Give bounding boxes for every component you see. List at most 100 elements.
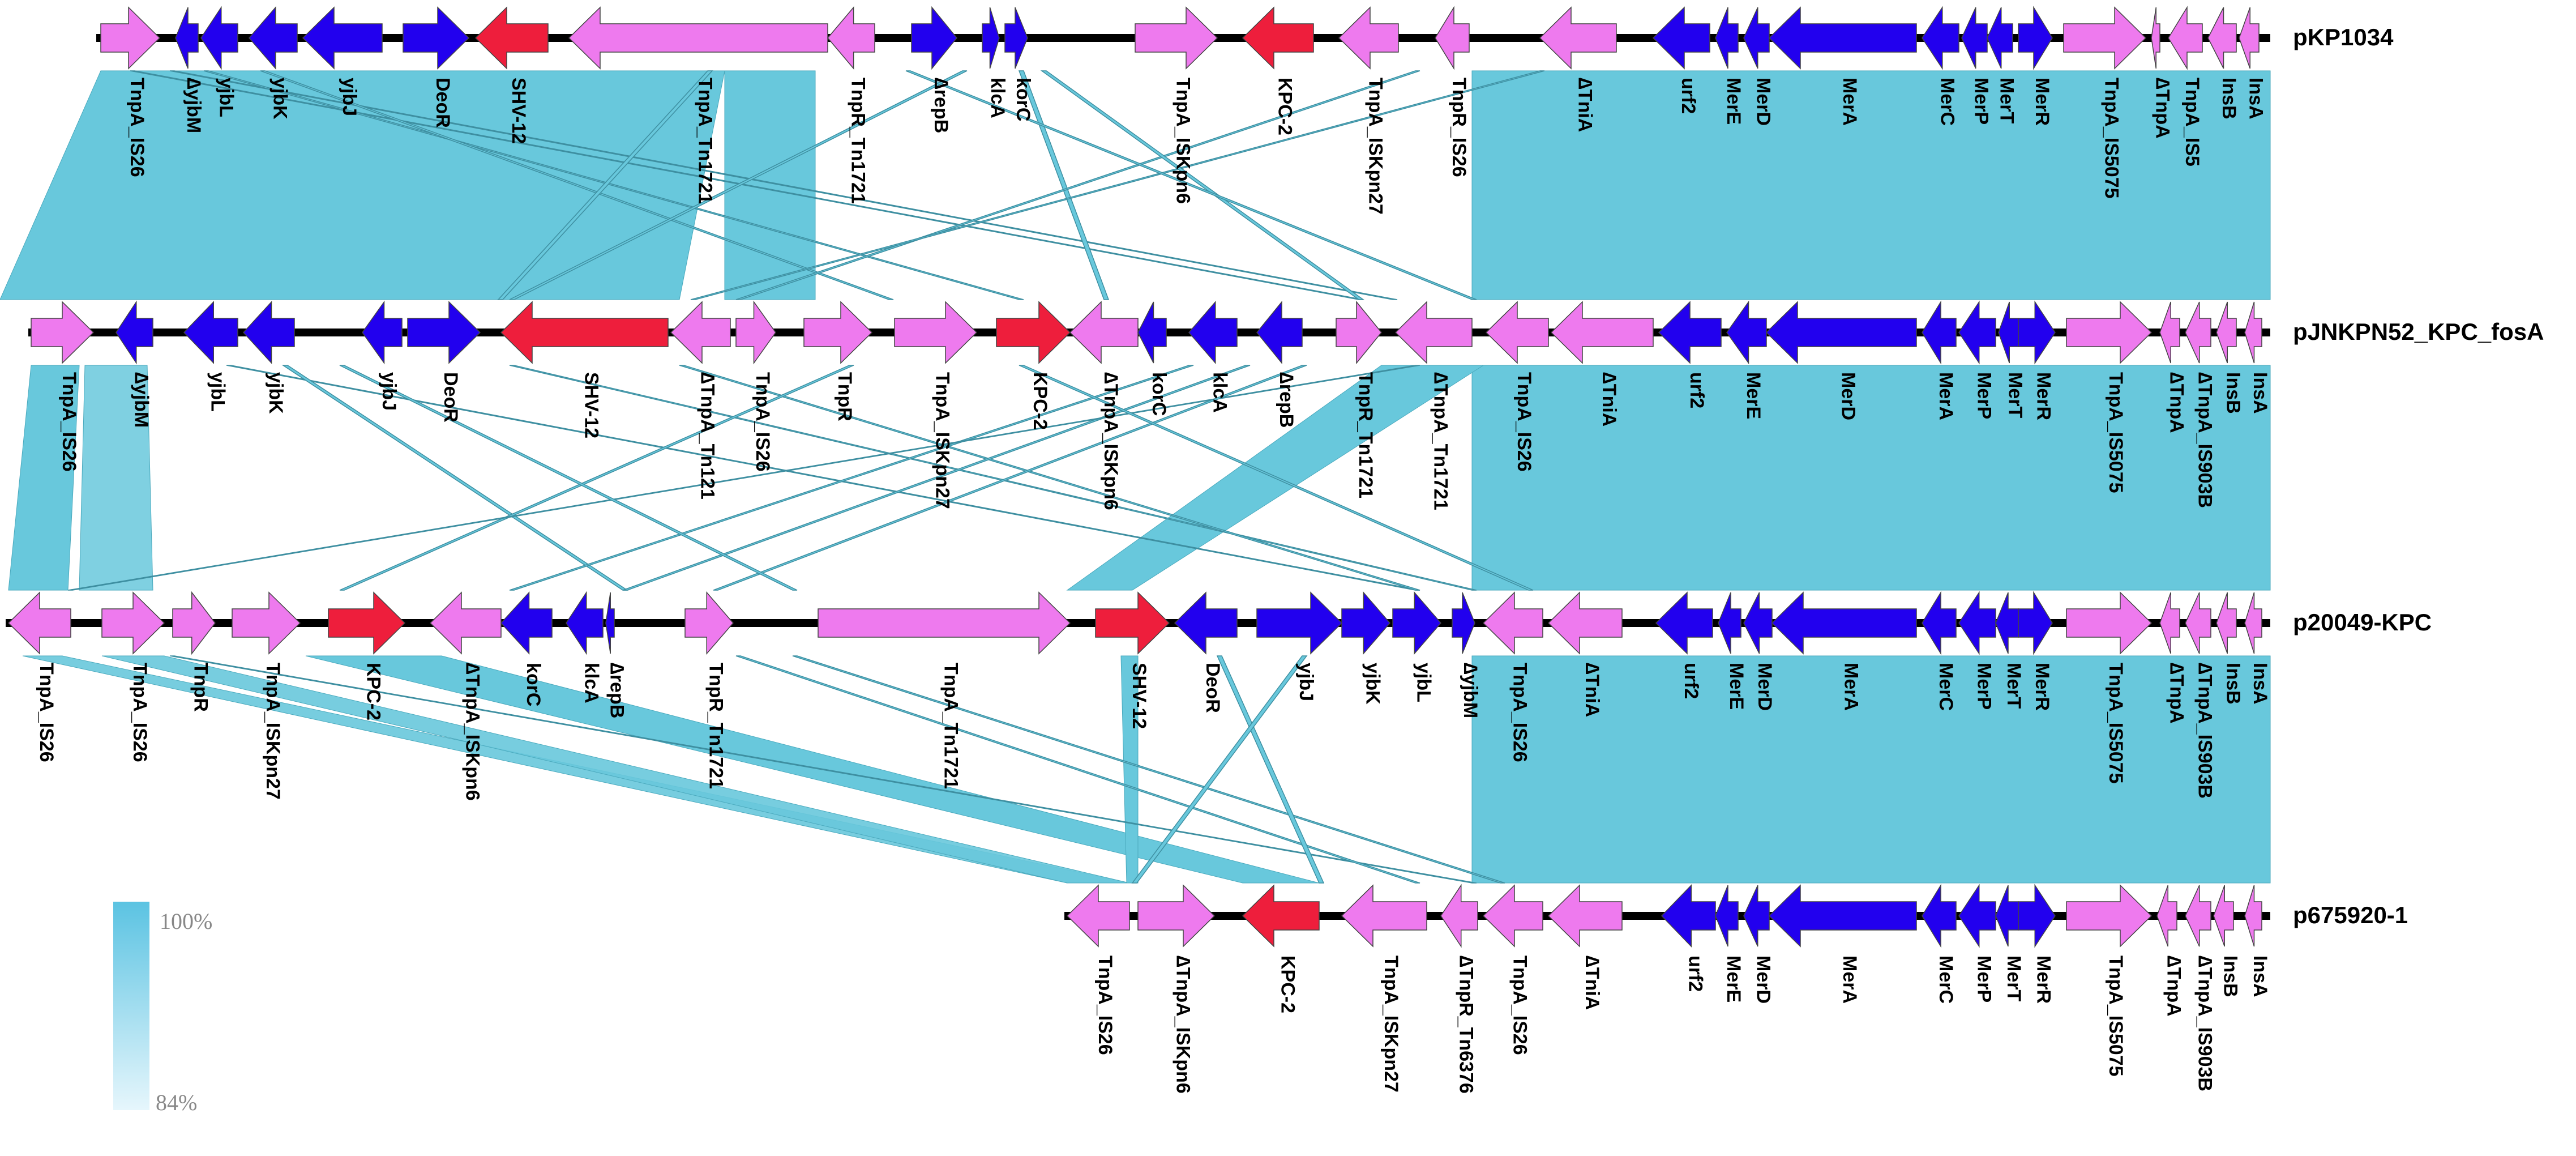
gene-label: MerA (1839, 78, 1860, 126)
gene-label: MerC (1935, 955, 1957, 1004)
gene-label: TnpA_ISKpn6 (1173, 78, 1194, 204)
homology-link (1216, 655, 1325, 884)
gene-arrow-yjbl (200, 6, 238, 70)
gene-arrow-delta-tnpa-tn1721 (1394, 301, 1473, 364)
gene-arrow-tnpa-iskpn27 (232, 591, 301, 655)
gene-arrow-mera (1922, 300, 1957, 365)
gene-arrow-korc (500, 591, 553, 655)
gene-label: TnpR_IS26 (1448, 78, 1470, 177)
track-name: p20049-KPC (2293, 609, 2432, 635)
gene-label: MerT (2005, 372, 2026, 418)
gene-arrow-tnpa-is5075 (2066, 591, 2153, 655)
gene-arrow-insa (2244, 592, 2262, 654)
gene-label: ∆yjbM (131, 372, 152, 428)
gene-label: TnpA_ISKpn27 (932, 372, 953, 509)
gene-arrow-tnpa-is5075 (2063, 6, 2147, 70)
gene-arrow-tnpa-is26 (7, 591, 71, 655)
track-name: p675920-1 (2293, 902, 2408, 928)
gene-arrow-delta-tnpa (2159, 301, 2180, 364)
gene-arrow-delta-tnpa (2159, 592, 2180, 654)
gene-arrow-delta-tnpa (2156, 885, 2177, 947)
homology-link (1131, 655, 1308, 884)
gene-arrow-deor (403, 6, 470, 70)
gene-label: ∆TnpA_IS903B (2194, 663, 2216, 799)
gene-label: TnpA_IS26 (126, 78, 148, 177)
gene-arrow-tnpa-tn1721 (568, 6, 828, 70)
gene-label: TnpR_Tn1721 (705, 663, 727, 789)
gene-label: TnpA_ISKpn27 (1365, 78, 1387, 215)
gene-arrow-tnpr-tn1721 (1336, 300, 1382, 365)
gene-arrow-mert (1987, 7, 2013, 69)
homology-link (1040, 70, 1365, 300)
gene-arrow-merp (1958, 884, 1996, 948)
gene-arrow-kpc-2 (1242, 6, 1314, 70)
gene-label: MerR (2031, 78, 2053, 126)
gene-label: TnpA_ISKpn27 (1380, 955, 1402, 1093)
gene-arrow-yjbk (242, 301, 295, 364)
gene-label: korC (1012, 78, 1034, 121)
gene-label: TnpA_IS5075 (2105, 663, 2126, 784)
gene-arrow-tnpa-iskpn27 (1341, 884, 1427, 948)
gene-arrow-korc (1004, 7, 1028, 69)
homology-link (679, 365, 1420, 591)
gene-arrow-delta-tnpr-tn6376 (1440, 884, 1478, 948)
gene-label: ∆TniA (1574, 78, 1596, 132)
gene-label: MerP (1974, 663, 1995, 710)
gene-arrow-mere (1718, 592, 1741, 654)
homology-link (735, 70, 1420, 300)
gene-label: TnpA_IS5075 (2105, 372, 2126, 493)
gene-label: SHV-12 (1128, 663, 1150, 729)
homology-ribbon (724, 70, 816, 300)
gene-label: TnpA_IS26 (1094, 955, 1116, 1055)
homology-ribbon (79, 365, 153, 591)
gene-label: ∆yjbM (1460, 663, 1481, 718)
gene-label: DeoR (440, 372, 461, 423)
gene-arrow-tnpa-is26 (1066, 884, 1130, 948)
gene-label: ∆TnpA_Tn121 (697, 372, 718, 500)
gene-arrow-merp (1958, 300, 1996, 365)
gene-label: InsB (2223, 663, 2244, 705)
gene-arrow-tnpa-is5075 (2066, 884, 2153, 948)
gene-label: MerP (1974, 955, 1995, 1003)
gene-arrow-insb (2216, 301, 2237, 364)
gene-arrow-insb (2207, 7, 2237, 69)
gene-arrow-mert (1995, 592, 2019, 654)
gene-label: TnpA_IS5075 (2101, 78, 2123, 199)
homology-link (509, 365, 1477, 591)
gene-label: TnpR (190, 663, 212, 712)
gene-label: DeoR (1202, 663, 1223, 713)
gene-label: MerP (1974, 372, 1995, 419)
gene-label: TnpA_Tn1721 (940, 663, 962, 789)
gene-arrow-shv-12 (474, 6, 549, 70)
gene-label: klcA (581, 663, 602, 703)
gene-label: TnpA_IS26 (58, 372, 80, 472)
gene-arrow-shv-12 (500, 301, 669, 364)
gene-label: ∆TnpR_Tn6376 (1456, 955, 1477, 1094)
gene-label: ∆repB (930, 78, 952, 133)
gene-label: MerA (1839, 955, 1860, 1004)
identity-max-label: 100% (160, 908, 212, 934)
gene-label: TnpA_IS5075 (2105, 955, 2126, 1077)
homology-link (169, 70, 1398, 300)
gene-arrow-mere (1715, 7, 1739, 69)
gene-label: InsA (2249, 663, 2271, 705)
gene-arrow-merd (1743, 7, 1770, 69)
gene-label: ∆TnpA_IS903B (2194, 955, 2216, 1091)
gene-arrow-merp (1958, 591, 1996, 655)
homology-ribbon (1471, 365, 2271, 591)
homology-link (509, 70, 968, 300)
gene-arrow-tnpr-tn1721 (684, 591, 734, 655)
gene-arrow-delta-yjbm (1452, 592, 1475, 654)
gene-label: ∆TniA (1581, 955, 1603, 1010)
gene-label: urf2 (1685, 955, 1706, 992)
gene-label: klcA (987, 78, 1008, 118)
gene-label: SHV-12 (508, 78, 529, 144)
gene-label: SHV-12 (581, 372, 602, 438)
gene-label: urf2 (1680, 663, 1702, 699)
gene-arrow-merr (2018, 591, 2053, 655)
gene-label: MerA (1841, 663, 1862, 711)
gene-label: MerD (1753, 78, 1774, 126)
